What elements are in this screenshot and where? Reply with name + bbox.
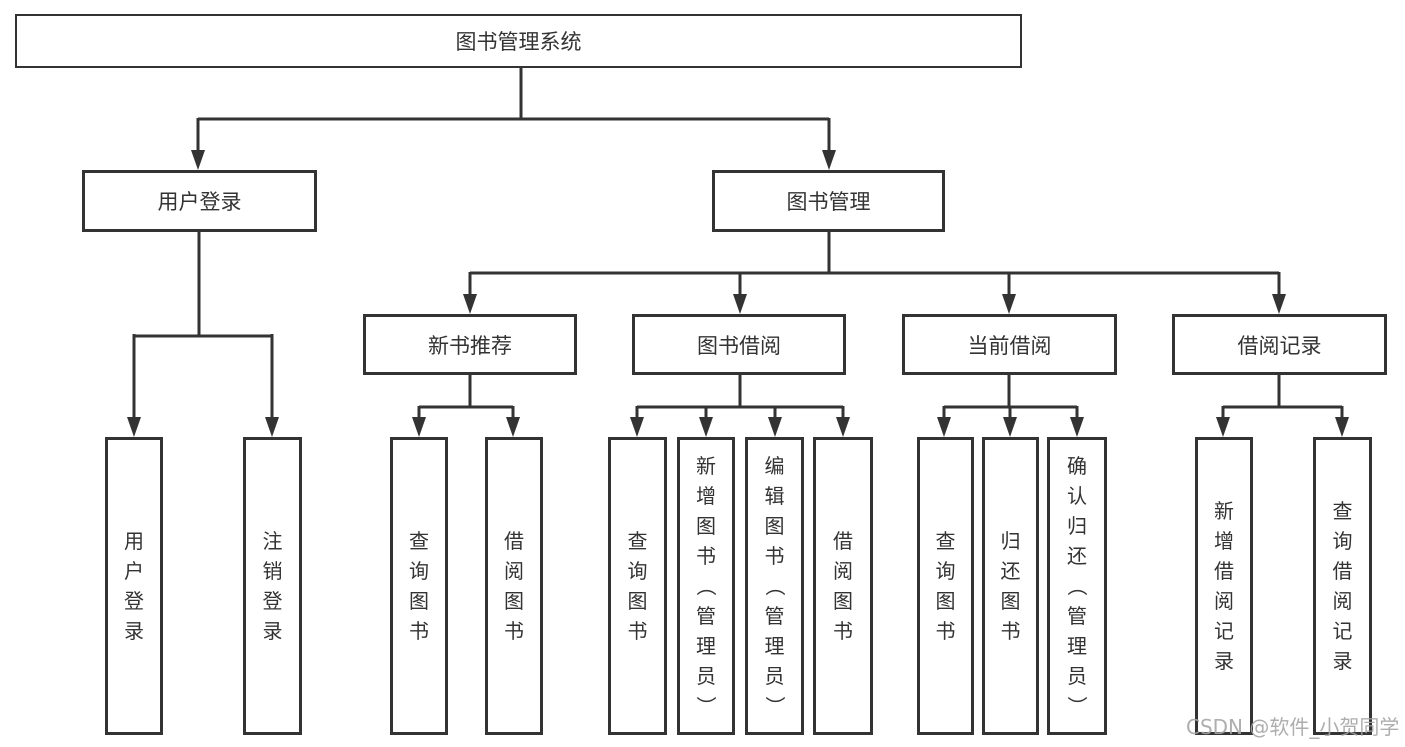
leaf-borrow-books-recommend-label: 借阅图书 xyxy=(504,529,524,643)
leaf-borrow-books-label: 借阅图书 xyxy=(833,529,853,643)
leaf-query-books-recommend-label: 查询图书 xyxy=(409,529,429,643)
watermark: CSDN @软件_小贺同学 xyxy=(1186,715,1400,739)
leaf-query-books-current: 查询图书 xyxy=(917,437,974,735)
node-new-book-recommend: 新书推荐 xyxy=(363,314,577,375)
leaf-query-books-borrow: 查询图书 xyxy=(608,437,667,735)
leaf-query-borrow-record-label: 查询借阅记录 xyxy=(1332,499,1353,673)
leaf-add-borrow-record-label: 新增借阅记录 xyxy=(1214,499,1234,673)
node-new-book-recommend-label: 新书推荐 xyxy=(428,333,512,358)
leaf-borrow-books: 借阅图书 xyxy=(813,437,873,735)
leaf-edit-book-admin: 编辑图书（管理员） xyxy=(745,437,804,735)
leaf-add-book-admin: 新增图书（管理员） xyxy=(677,437,735,735)
leaf-query-books-borrow-label: 查询图书 xyxy=(627,529,648,643)
node-book-management-label: 图书管理 xyxy=(786,190,871,214)
leaf-query-books-recommend: 查询图书 xyxy=(390,437,448,735)
leaf-logout-label: 注销登录 xyxy=(262,529,283,643)
node-book-borrow-label: 图书借阅 xyxy=(697,333,781,358)
leaf-logout: 注销登录 xyxy=(243,437,302,735)
node-library-system: 图书管理系统 xyxy=(15,14,1022,68)
leaf-query-books-current-label: 查询图书 xyxy=(935,529,956,643)
leaf-return-book-label: 归还图书 xyxy=(1000,529,1021,643)
node-user-login: 用户登录 xyxy=(82,170,317,232)
node-book-borrow: 图书借阅 xyxy=(632,314,846,375)
leaf-add-borrow-record: 新增借阅记录 xyxy=(1195,437,1253,735)
leaf-add-book-admin-label: 新增图书（管理员） xyxy=(694,454,718,716)
leaf-query-borrow-record: 查询借阅记录 xyxy=(1313,437,1372,735)
node-borrow-records: 借阅记录 xyxy=(1172,314,1387,375)
node-borrow-records-label: 借阅记录 xyxy=(1237,333,1322,358)
leaf-user-login-label: 用户登录 xyxy=(124,529,144,643)
node-library-system-label: 图书管理系统 xyxy=(455,30,582,54)
leaf-edit-book-admin-label: 编辑图书（管理员） xyxy=(762,454,787,716)
leaf-confirm-return-admin: 确认归还（管理员） xyxy=(1047,437,1107,735)
leaf-user-login: 用户登录 xyxy=(105,437,163,735)
leaf-borrow-books-recommend: 借阅图书 xyxy=(485,437,543,735)
leaf-confirm-return-admin-label: 确认归还（管理员） xyxy=(1065,454,1089,716)
node-book-management: 图书管理 xyxy=(712,170,945,232)
node-current-borrow: 当前借阅 xyxy=(902,314,1117,375)
leaf-return-book: 归还图书 xyxy=(982,437,1039,735)
node-user-login-label: 用户登录 xyxy=(157,190,242,214)
node-current-borrow-label: 当前借阅 xyxy=(967,333,1052,358)
